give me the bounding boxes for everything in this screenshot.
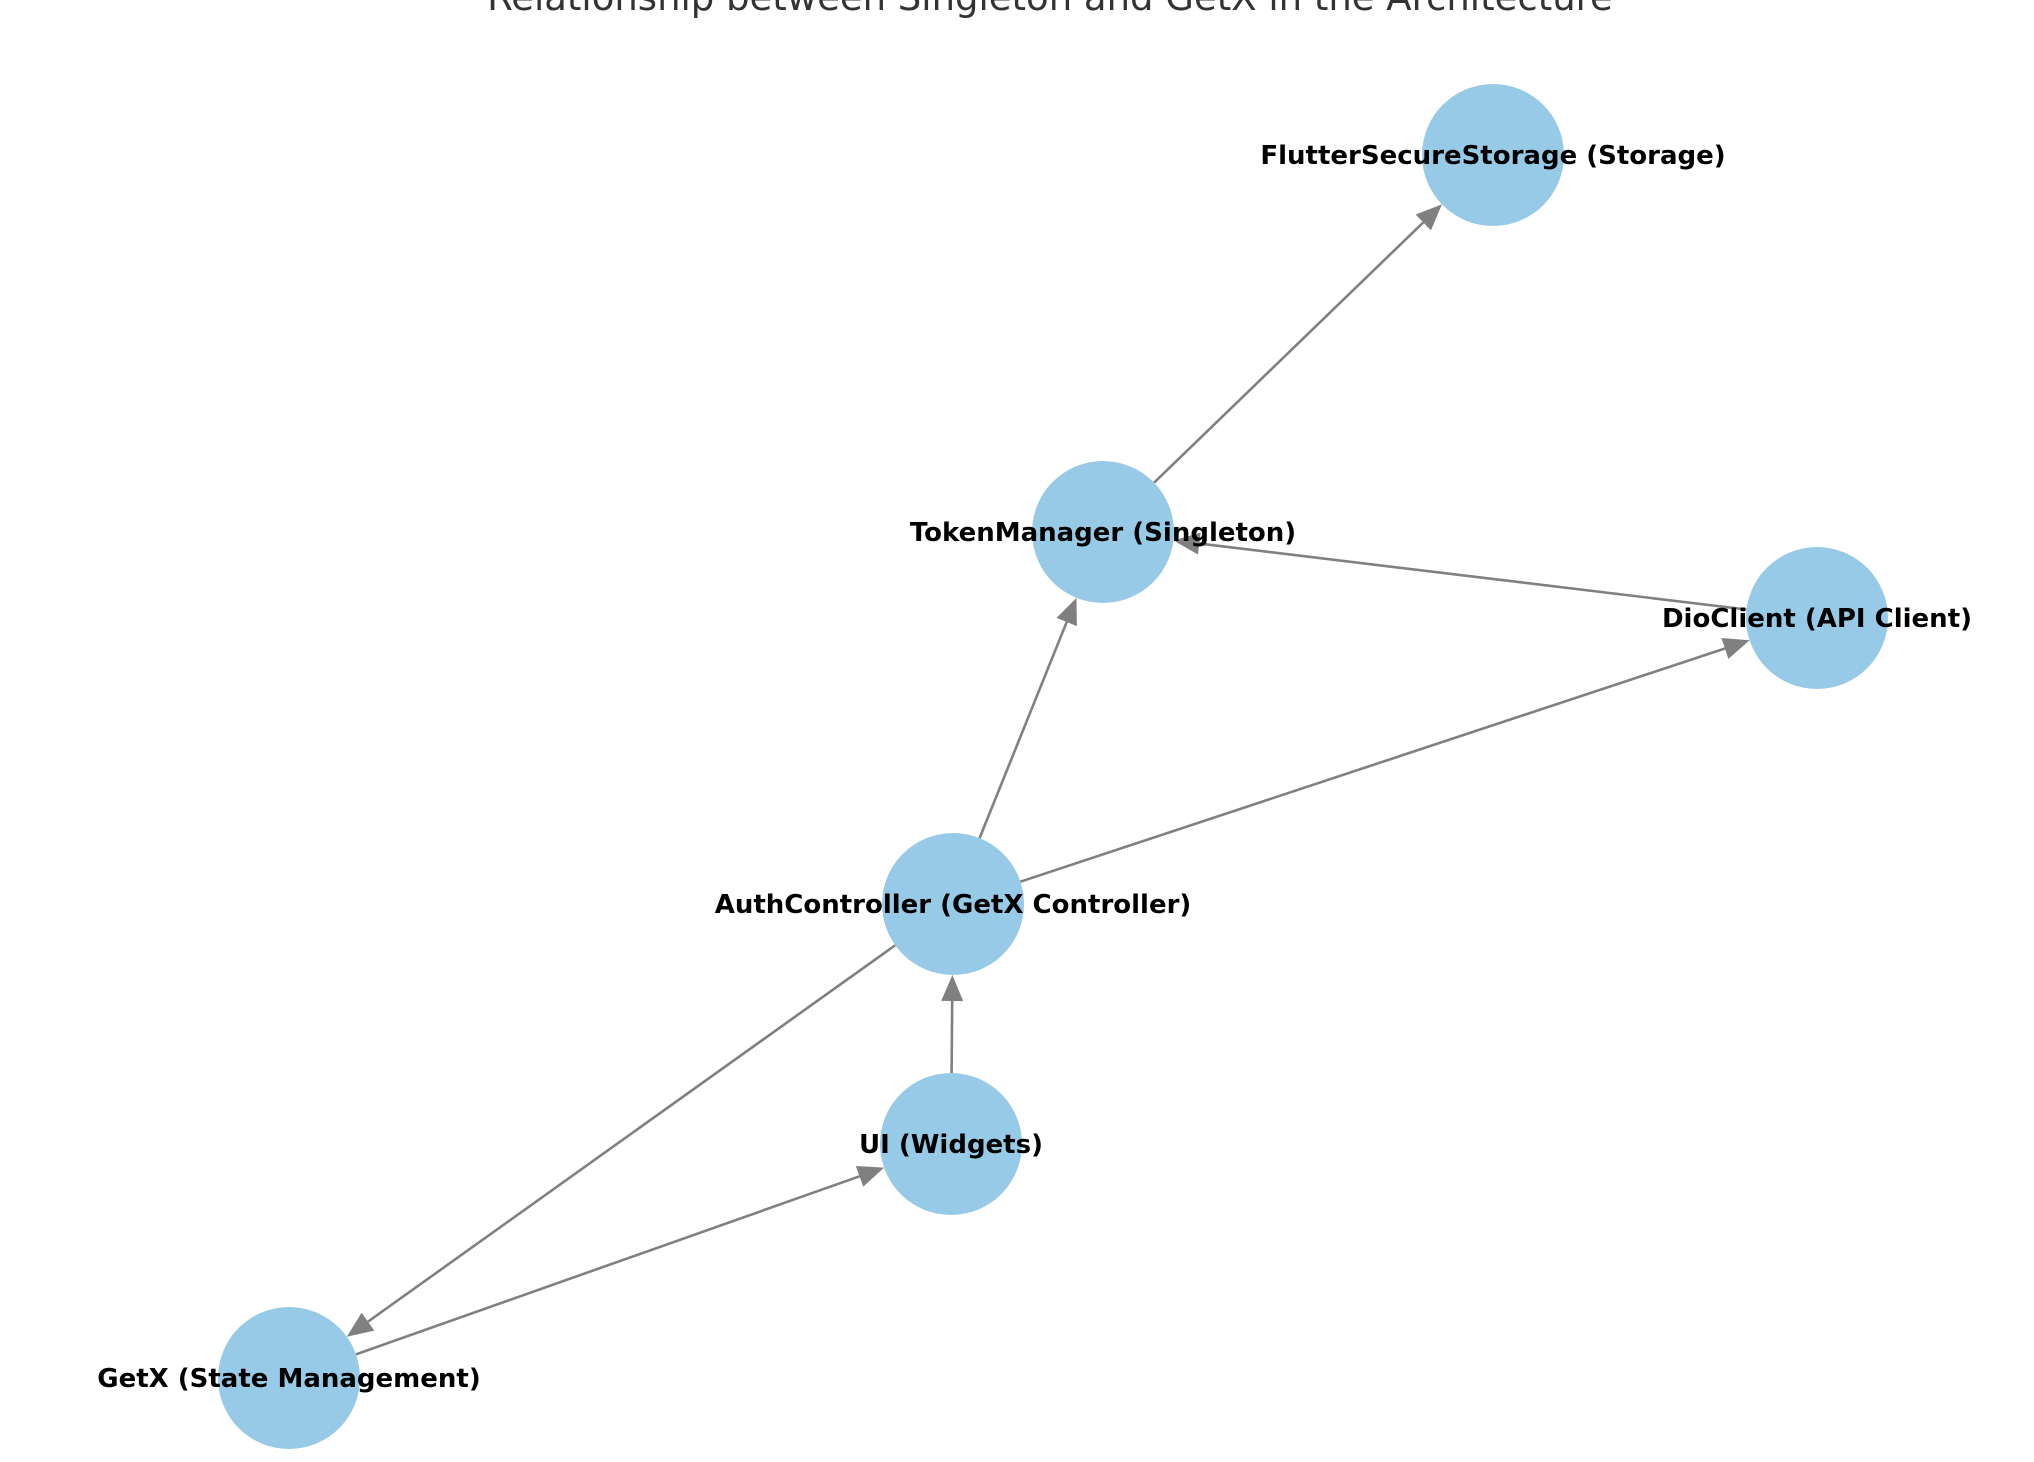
node-label-storage: FlutterSecureStorage (Storage)	[1260, 141, 1725, 171]
edge-token-to-storage	[1153, 221, 1425, 484]
node-token	[1032, 461, 1174, 603]
edge-dio-to-token	[1199, 542, 1747, 611]
nodes-layer	[218, 84, 1888, 1449]
node-label-token: TokenManager (Singleton)	[910, 518, 1296, 548]
edge-auth-to-getx	[367, 944, 896, 1323]
node-auth	[882, 833, 1024, 975]
node-ui	[880, 1073, 1022, 1215]
arrowhead-ui-to-auth	[941, 974, 964, 1002]
node-label-getx: GetX (State Management)	[97, 1364, 480, 1394]
edge-auth-to-token	[978, 621, 1068, 839]
edge-ui-to-auth	[950, 1000, 954, 1074]
node-dio	[1746, 547, 1888, 689]
node-storage	[1422, 84, 1564, 226]
node-getx	[218, 1307, 360, 1449]
arrowhead-getx-to-ui	[855, 1165, 885, 1187]
edges-layer	[346, 204, 1750, 1356]
node-label-dio: DioClient (API Client)	[1662, 604, 1972, 634]
node-label-ui: UI (Widgets)	[859, 1130, 1043, 1160]
node-label-auth: AuthController (GetX Controller)	[715, 890, 1192, 920]
arrowhead-dio-to-token	[1173, 532, 1201, 555]
arrowhead-auth-to-dio	[1721, 638, 1750, 659]
edge-auth-to-dio	[1019, 647, 1726, 883]
edge-getx-to-ui	[355, 1175, 860, 1356]
labels-layer: FlutterSecureStorage (Storage) TokenManag…	[97, 141, 1972, 1394]
arrowhead-token-to-storage	[1415, 204, 1442, 231]
graph-title: Relationship between Singleton and GetX …	[487, 0, 1613, 19]
arrowhead-auth-to-token	[1056, 597, 1077, 627]
arrowhead-auth-to-getx	[346, 1312, 375, 1337]
